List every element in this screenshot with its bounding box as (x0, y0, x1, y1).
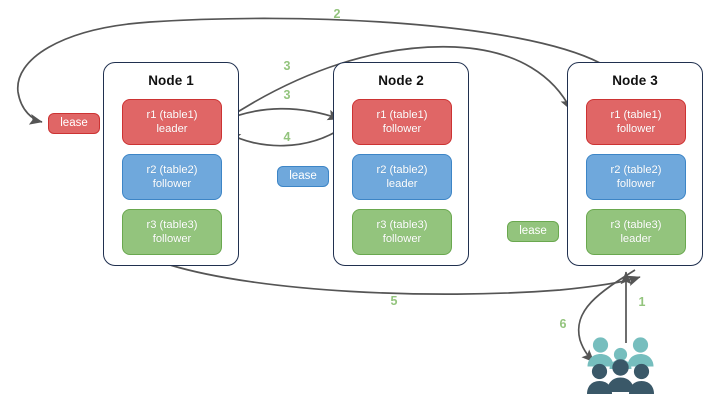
replica-name: r1 (table1) (376, 109, 428, 121)
node-box-node1: Node 1 r1 (table1) leader r2 (table2) fo… (103, 62, 239, 266)
replica-n2-r3: r3 (table3) follower (352, 209, 452, 255)
replica-name: r2 (table2) (610, 164, 662, 176)
replica-role: follower (382, 233, 422, 245)
replica-role: follower (152, 233, 192, 245)
lease-badge-label: lease (519, 225, 547, 237)
step-label-4: 4 (283, 130, 291, 144)
replica-role: follower (616, 123, 656, 135)
replica-n3-r2: r2 (table2) follower (586, 154, 686, 200)
replica-n1-r1: r1 (table1) leader (122, 99, 222, 145)
replica-name: r3 (table3) (610, 219, 662, 231)
step-label-5: 5 (390, 294, 398, 308)
lease-badge-label: lease (289, 170, 317, 182)
replica-n3-r1: r1 (table1) follower (586, 99, 686, 145)
replica-role: leader (620, 233, 652, 245)
replica-name: r3 (table3) (146, 219, 198, 231)
replica-n2-r1: r1 (table1) follower (352, 99, 452, 145)
replica-role: leader (386, 178, 418, 190)
replica-n1-r3: r3 (table3) follower (122, 209, 222, 255)
node-title: Node 3 (612, 73, 658, 88)
step-label-3a: 3 (283, 59, 291, 73)
step-label-1: 1 (638, 295, 646, 309)
replica-n3-r3: r3 (table3) leader (586, 209, 686, 255)
replica-name: r1 (table1) (610, 109, 662, 121)
lease-badge-table1: lease (48, 113, 100, 134)
edge-step-3-node1-to-node2 (222, 107, 341, 122)
users-icon (587, 337, 654, 394)
step-label-2: 2 (333, 7, 341, 21)
replica-name: r3 (table3) (376, 219, 428, 231)
step-label-3b: 3 (283, 88, 291, 102)
lease-badge-table3: lease (507, 221, 559, 242)
node-title: Node 1 (148, 73, 194, 88)
lease-badge-table2: lease (277, 166, 329, 187)
lease-badge-label: lease (60, 117, 88, 129)
replica-role: follower (616, 178, 656, 190)
replica-n1-r2: r2 (table2) follower (122, 154, 222, 200)
replica-name: r1 (table1) (146, 109, 198, 121)
replica-name: r2 (table2) (146, 164, 198, 176)
node-box-node2: Node 2 r1 (table1) follower r2 (table2) … (333, 62, 469, 266)
replica-name: r2 (table2) (376, 164, 428, 176)
replica-role: follower (382, 123, 422, 135)
node-title: Node 2 (378, 73, 424, 88)
replica-role: follower (152, 178, 192, 190)
node-box-node3: Node 3 r1 (table1) follower r2 (table2) … (567, 62, 703, 266)
step-label-6: 6 (559, 317, 567, 331)
replica-n2-r2: r2 (table2) leader (352, 154, 452, 200)
replica-role: leader (156, 123, 188, 135)
edge-step-5 (169, 264, 641, 295)
